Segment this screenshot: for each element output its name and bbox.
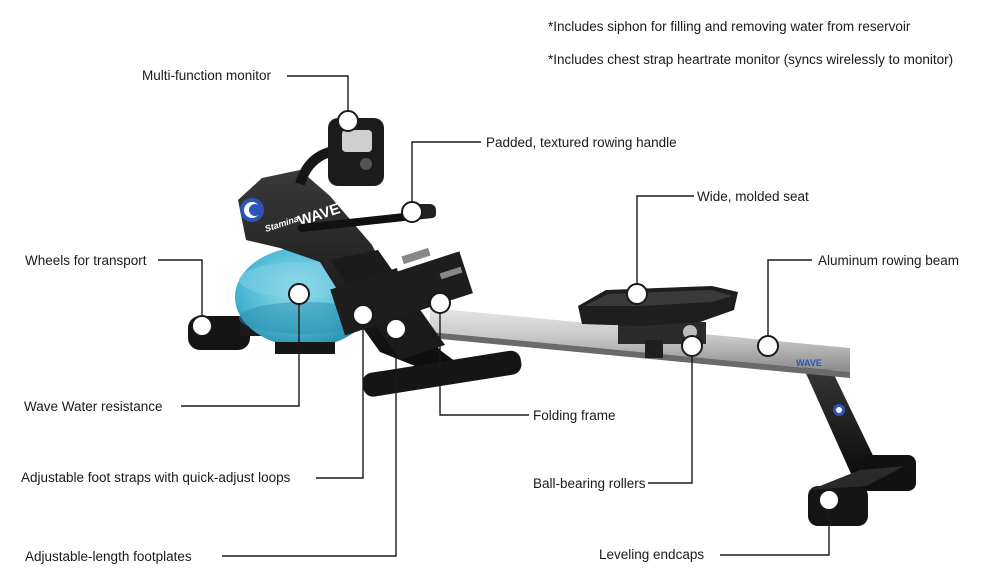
marker-seat — [626, 283, 648, 305]
leveling-endcap — [808, 455, 916, 526]
label-monitor: Multi-function monitor — [142, 68, 272, 83]
marker-water — [288, 283, 310, 305]
monitor — [328, 118, 384, 186]
marker-rollers — [681, 335, 703, 357]
label-wheels: Wheels for transport — [25, 253, 147, 268]
marker-straps — [352, 304, 374, 326]
label-folding: Folding frame — [533, 408, 616, 423]
marker-folding — [429, 292, 451, 314]
marker-endcaps — [818, 489, 840, 511]
label-seat: Wide, molded seat — [697, 189, 809, 204]
seat — [578, 286, 738, 358]
marker-wheels — [191, 315, 213, 337]
label-beam: Aluminum rowing beam — [818, 253, 960, 268]
note-siphon: *Includes siphon for filling and removin… — [548, 19, 911, 34]
label-handle: Padded, textured rowing handle — [486, 135, 677, 150]
marker-monitor — [337, 110, 359, 132]
note-chest-strap: *Includes chest strap heartrate monitor … — [548, 52, 954, 67]
leader-lines — [158, 75, 830, 557]
marker-handle — [401, 201, 423, 223]
label-rollers: Ball-bearing rollers — [533, 476, 646, 491]
marker-footplates — [385, 318, 407, 340]
label-footplates: Adjustable-length footplates — [25, 549, 192, 564]
callout-markers — [191, 110, 840, 511]
marker-beam — [757, 335, 779, 357]
label-water: Wave Water resistance — [24, 399, 163, 414]
label-straps: Adjustable foot straps with quick-adjust… — [21, 470, 291, 485]
main-frame — [238, 170, 522, 397]
beam-decal: WAVE — [796, 358, 822, 368]
rear-leg — [800, 358, 880, 476]
label-endcaps: Leveling endcaps — [599, 547, 705, 562]
